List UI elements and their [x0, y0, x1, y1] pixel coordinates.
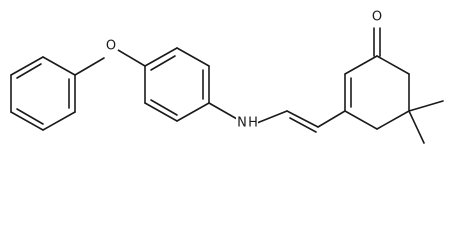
gem-dimethyl-bonds — [408, 100, 444, 144]
hydrogen-label: H — [248, 116, 258, 131]
ether-bonds — [74, 49, 146, 76]
phenyl-ring-center — [144, 47, 210, 122]
atom-oxygen-ether: O — [103, 38, 119, 54]
oxygen-carbonyl-label: O — [372, 10, 382, 25]
atom-amine: N H — [236, 115, 258, 131]
carbonyl-bond — [373, 27, 381, 57]
nitrogen-label: N — [237, 116, 247, 131]
amine-bonds — [208, 102, 288, 124]
vinyl-linker — [286, 110, 346, 133]
phenyl-ring-left — [10, 56, 76, 131]
atom-oxygen-carbonyl: O — [369, 9, 385, 25]
cyclohexenone-ring — [344, 55, 410, 130]
chemical-structure-diagram: O N H O — [10, 9, 444, 144]
oxygen-ether-label: O — [106, 39, 116, 54]
